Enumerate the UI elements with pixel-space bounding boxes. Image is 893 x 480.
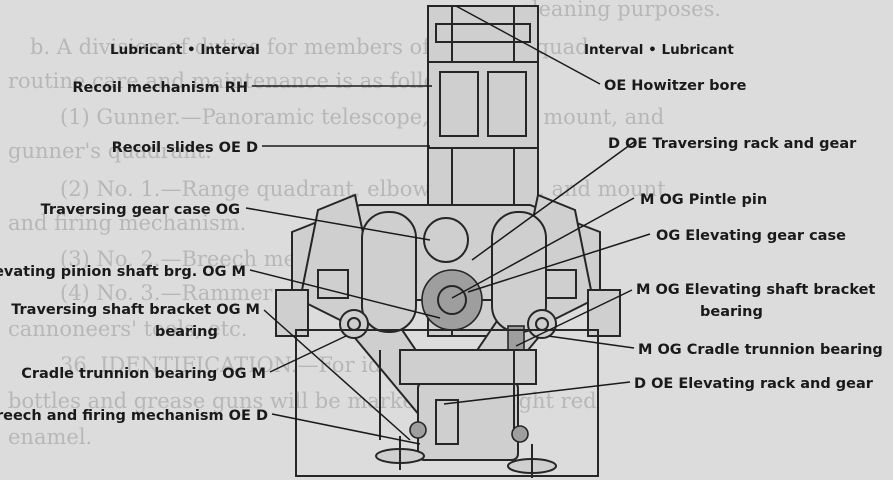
left-label-4-line2: bearing	[155, 324, 218, 340]
leader-lines	[245, 5, 651, 445]
left-trunnion	[339, 309, 369, 339]
ghost-line-6: and firing mechanism.	[8, 211, 246, 235]
leader-traversing-gear-case	[245, 207, 431, 241]
left-label-4: Traversing shaft bracket OG M	[11, 302, 260, 318]
right-label-6: D OE Elevating rack and gear	[634, 376, 874, 392]
right-label-0: OE Howitzer bore	[604, 78, 747, 94]
background-page-text: cleaning purposes. b. A division of duti…	[8, 0, 721, 449]
leader-elevating-pinion	[249, 269, 441, 319]
ghost-line-2: routine care and maintenance is as follo…	[8, 69, 472, 93]
right-label-5: M OG Cradle trunnion bearing	[638, 342, 883, 358]
left-column-header: Lubricant • Interval	[110, 42, 260, 58]
ghost-line-9: cannoneers' tools, etc.	[8, 317, 248, 341]
leader-elevating-gear-case	[467, 233, 651, 293]
leader-howitzer-bore	[455, 5, 601, 85]
breech-block	[427, 61, 539, 149]
left-labels: Recoil mechanism RH Recoil slides OE D T…	[0, 80, 268, 424]
gear-housing	[417, 381, 519, 461]
right-labels: OE Howitzer bore D OE Traversing rack an…	[604, 78, 883, 392]
right-label-3: OG Elevating gear case	[656, 228, 846, 244]
leader-cradle-trunnion-left	[269, 335, 347, 373]
left-label-2: Traversing gear case OG	[41, 202, 240, 218]
leader-cradle-trunnion-right	[547, 335, 635, 349]
bottom-carriage	[295, 329, 599, 477]
right-label-4: M OG Elevating shaft bracket	[636, 282, 875, 298]
ghost-line-5: (2) No. 1.—Range quadrant, elbow telesco…	[60, 177, 666, 201]
leader-elevating-rack	[443, 381, 631, 405]
left-label-5: Cradle trunnion bearing OG M	[21, 366, 266, 382]
leader-breech	[271, 413, 421, 445]
leader-elevating-shaft	[515, 289, 633, 347]
leader-traversing-rack	[471, 141, 635, 261]
ghost-line-4: gunner's quadrant.	[8, 139, 212, 163]
leader-traversing-shaft	[263, 309, 411, 441]
ghost-line-0: cleaning purposes.	[520, 0, 721, 21]
left-label-6: Breech and firing mechanism OE D	[0, 408, 268, 424]
ghost-line-3: (1) Gunner.—Panoramic telescope, telesco…	[60, 105, 664, 129]
right-column-header: Interval • Lubricant	[584, 42, 734, 58]
right-label-2: M OG Pintle pin	[640, 192, 767, 208]
ghost-line-12: enamel.	[8, 425, 92, 449]
right-label-4-line2: bearing	[700, 304, 763, 320]
right-label-1: D OE Traversing rack and gear	[608, 136, 857, 152]
left-label-3: Elevating pinion shaft brg. OG M	[0, 264, 246, 280]
leader-pintle-pin	[451, 197, 635, 299]
left-label-0: Recoil mechanism RH	[72, 80, 248, 96]
left-label-1: Recoil slides OE D	[112, 140, 258, 156]
